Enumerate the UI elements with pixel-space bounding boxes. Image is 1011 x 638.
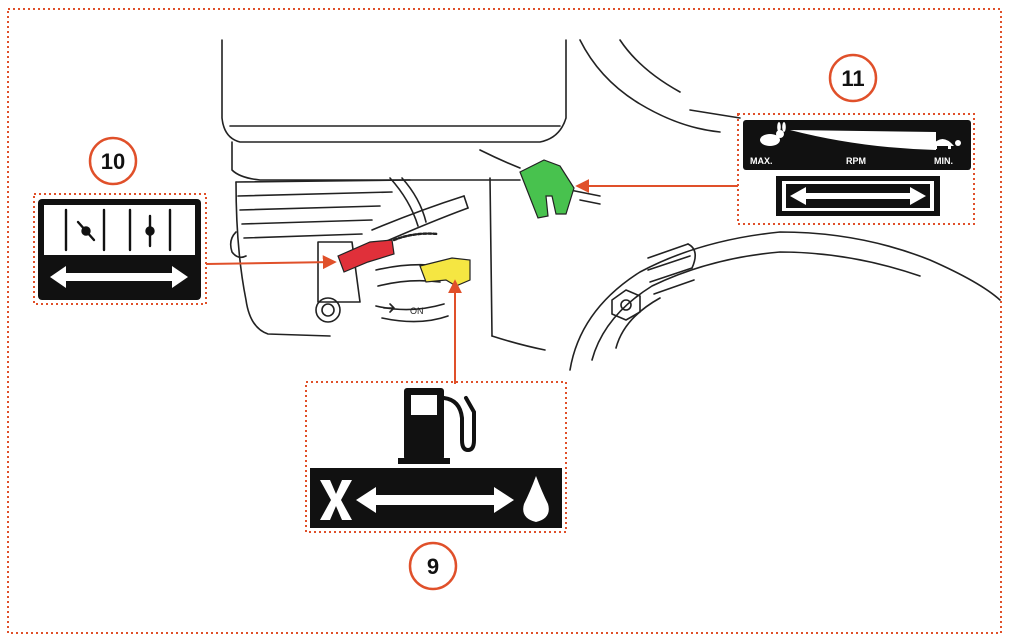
- choke-lever[interactable]: [337, 239, 395, 273]
- callout-11-circle: [828, 53, 878, 103]
- callout-11-frame: [737, 113, 975, 225]
- fuel-closed-icon: [320, 480, 352, 520]
- svg-text:ON: ON: [410, 306, 424, 316]
- callout-9: 9: [305, 381, 567, 591]
- rpm-label: RPM: [846, 156, 866, 166]
- fuel-lever[interactable]: [419, 257, 471, 287]
- throttle-lever[interactable]: [519, 159, 575, 219]
- rpm-min-label: MIN.: [934, 156, 953, 166]
- double-arrow-icon: [50, 266, 188, 288]
- double-arrow-icon: [790, 187, 926, 205]
- rabbit-icon: [760, 122, 786, 146]
- callout-10-number: 10: [101, 149, 125, 174]
- rpm-max-label: MAX.: [750, 156, 773, 166]
- callout-11: 11 MAX. RPM MIN.: [737, 53, 975, 225]
- callout-9-frame: [305, 381, 567, 533]
- turtle-icon: [932, 139, 961, 149]
- callout-10-frame: [33, 193, 207, 305]
- engine-drawing: ON: [221, 39, 1001, 371]
- choke-open-icon: [128, 208, 172, 252]
- fuel-drop-icon: [523, 476, 549, 522]
- callout-9-number: 9: [427, 554, 439, 579]
- double-arrow-icon: [356, 487, 514, 513]
- callout-11-number: 11: [841, 66, 864, 91]
- callout-10-circle: [88, 136, 138, 186]
- callout-10: 10: [33, 136, 207, 305]
- callout-9-circle: [408, 541, 458, 591]
- choke-closed-icon: [64, 208, 106, 252]
- fuel-pump-icon: [398, 388, 476, 464]
- leader-arrow-10: [205, 255, 337, 270]
- outer-frame: [7, 8, 1002, 634]
